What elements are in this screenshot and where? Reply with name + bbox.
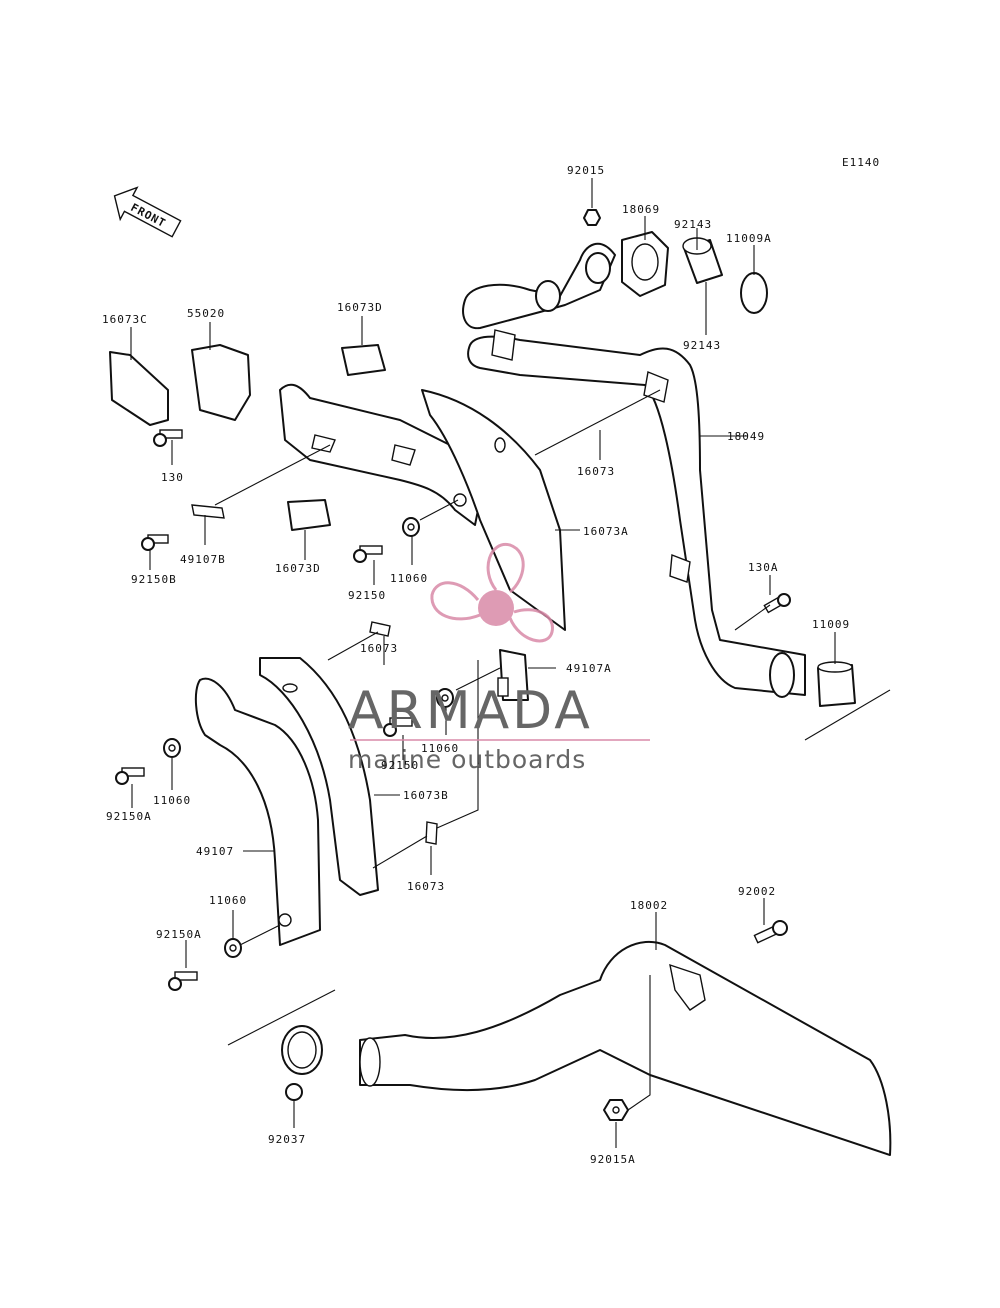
clip-16073-lower [425, 821, 438, 845]
part-label: 11009 [812, 618, 850, 631]
propeller-logo-icon [430, 543, 554, 643]
part-label: 16073D [337, 301, 383, 314]
muffler-18002 [359, 940, 892, 1156]
washer-11060-bottom [224, 938, 242, 958]
washer-11060-upper [402, 517, 420, 537]
part-label: 92037 [268, 1133, 306, 1146]
leader-lines [130, 178, 836, 1148]
gasket-18069 [621, 231, 669, 297]
collar-92143 [682, 237, 723, 284]
part-label: 92143 [683, 339, 721, 352]
bolt-92150A-left [115, 767, 145, 785]
bolt-130 [153, 429, 183, 447]
nut-92015 [583, 209, 601, 226]
part-label: 16073 [360, 642, 398, 655]
bracket-49107A [497, 649, 529, 701]
gasket-ring-11009A [740, 272, 768, 314]
header-pipe-18049 [462, 242, 806, 698]
bolt-92002 [753, 920, 788, 944]
bolt-92150B [141, 534, 169, 551]
part-label: 11060 [390, 572, 428, 585]
part-label: 16073A [583, 525, 629, 538]
bracket-49107B [191, 504, 225, 519]
clamp-92037 [281, 1025, 323, 1101]
part-label: 130A [748, 561, 779, 574]
washer-11060-left [163, 738, 181, 758]
washer-11060-mid [436, 688, 454, 708]
damper-16073D-top [341, 344, 386, 376]
part-label: 92015A [590, 1153, 636, 1166]
axis-line-left [227, 989, 336, 1046]
part-label: 16073C [102, 313, 148, 326]
part-label: 92002 [738, 885, 776, 898]
bolt-92150-lower [383, 717, 413, 737]
part-labels: 92015 18069 92143 11009A 92143 16073C 55… [102, 164, 850, 1166]
axis-line-right [804, 689, 891, 741]
part-label: 92150 [348, 589, 386, 602]
mid-pipe-assembly [279, 383, 566, 631]
part-label: 92150B [131, 573, 177, 586]
watermark: ARMADA marine outboards [348, 543, 650, 774]
damper-16073D-lower [287, 499, 331, 531]
gasket-11009 [817, 661, 856, 707]
part-label: 92150 [381, 759, 419, 772]
part-label: 92150A [156, 928, 202, 941]
part-label: 11060 [153, 794, 191, 807]
part-label: 11009A [726, 232, 772, 245]
watermark-brand: ARMADA [348, 681, 593, 741]
washer-on-cover [453, 493, 467, 507]
part-label: 92150A [106, 810, 152, 823]
bolt-92150A-bottom [168, 971, 198, 991]
part-label: 18069 [622, 203, 660, 216]
part-label: 11060 [421, 742, 459, 755]
part-label: 130 [161, 471, 184, 484]
watermark-tagline: marine outboards [348, 745, 586, 774]
part-label: 55020 [187, 307, 225, 320]
nut-92015A [603, 1099, 629, 1121]
front-arrow-icon: FRONT [113, 186, 182, 238]
part-label: 49107B [180, 553, 226, 566]
cover-16073C [109, 351, 169, 426]
part-label: 49107A [566, 662, 612, 675]
bracket-55020 [191, 344, 251, 421]
part-label: 92015 [567, 164, 605, 177]
part-label: 11060 [209, 894, 247, 907]
bolt-130A [763, 593, 791, 614]
part-label: 18002 [630, 899, 668, 912]
part-label: 16073D [275, 562, 321, 575]
part-label: 18049 [727, 430, 765, 443]
part-label: 16073 [577, 465, 615, 478]
diagram-code: E1140 [842, 156, 880, 169]
part-label: 92143 [674, 218, 712, 231]
part-label: 49107 [196, 845, 234, 858]
part-label: 16073B [403, 789, 449, 802]
lower-pipe-assembly [194, 657, 379, 946]
clip-16073-mid [369, 621, 391, 637]
part-label: 16073 [407, 880, 445, 893]
bolt-92150-upper [353, 545, 383, 563]
